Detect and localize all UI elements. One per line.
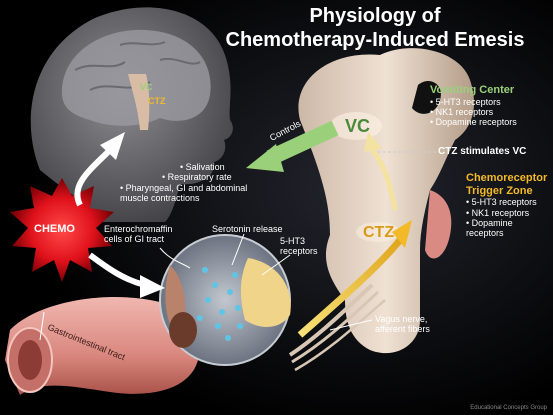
- ctz-stimulates-label: CTZ stimulates VC: [438, 146, 527, 157]
- gi-tract: [5, 297, 200, 395]
- vagus-nerve: [288, 283, 386, 372]
- list-item: Dopamine receptors: [430, 117, 517, 127]
- title-line-2: Chemotherapy-Induced Emesis: [225, 29, 525, 51]
- list-item: Pharyngeal, GI and abdominal muscle cont…: [120, 183, 270, 204]
- credit-text: Educational Concepts Group: [470, 405, 547, 411]
- ctz-list: 5-HT3 receptors NK1 receptors Dopamine r…: [466, 197, 547, 238]
- receptors-5ht3-label: 5-HT3 receptors: [280, 236, 318, 257]
- vagus-to-ctz-arrow: [297, 220, 412, 338]
- list-item: Salivation: [120, 162, 270, 172]
- list-item: 5-HT3 receptors: [430, 97, 517, 107]
- vomiting-center-heading: Vomiting Center: [430, 84, 515, 96]
- brain-vc-label: VC: [140, 82, 153, 92]
- serotonin-release-label: Serotonin release: [212, 224, 283, 234]
- chemo-burst: [10, 178, 114, 282]
- list-item: NK1 receptors: [466, 208, 547, 218]
- chemo-to-brain-arrow: [74, 132, 125, 207]
- page-title: Physiology of Chemotherapy-Induced Emesi…: [205, 4, 545, 52]
- vomiting-center-block: Vomiting Center 5-HT3 receptors NK1 rece…: [430, 84, 517, 128]
- ctz-heading-1: Chemoreceptor: [466, 172, 548, 184]
- enterochromaffin-label: Enterochromaffin cells of GI tract: [104, 224, 173, 245]
- list-item: 5-HT3 receptors: [466, 197, 547, 207]
- chemo-label: CHEMO: [34, 223, 75, 235]
- vagus-nerve-label: Vagus nerve, afferent fibers: [375, 314, 430, 335]
- list-item: NK1 receptors: [430, 107, 517, 117]
- list-item: Respiratory rate: [120, 172, 270, 182]
- chemo-to-gut-arrow: [88, 252, 165, 298]
- list-item: Dopamine receptors: [466, 218, 536, 239]
- leader-lines: [39, 233, 373, 341]
- stem-vc-label: VC: [345, 116, 371, 136]
- ctz-heading-2: Trigger Zone: [466, 184, 533, 197]
- vomiting-center-list: 5-HT3 receptors NK1 receptors Dopamine r…: [430, 97, 517, 128]
- stem-ctz-label: CTZ: [363, 224, 395, 241]
- ctz-to-vc-arrow: [364, 132, 398, 211]
- effects-list: Salivation Respiratory rate Pharyngeal, …: [120, 162, 270, 203]
- ctz-block: Chemoreceptor Trigger Zone 5-HT3 recepto…: [466, 172, 547, 239]
- brain-ctz-label: CTZ: [148, 96, 166, 106]
- serotonin-release-inset: [159, 234, 291, 366]
- title-line-1: Physiology of: [309, 5, 441, 27]
